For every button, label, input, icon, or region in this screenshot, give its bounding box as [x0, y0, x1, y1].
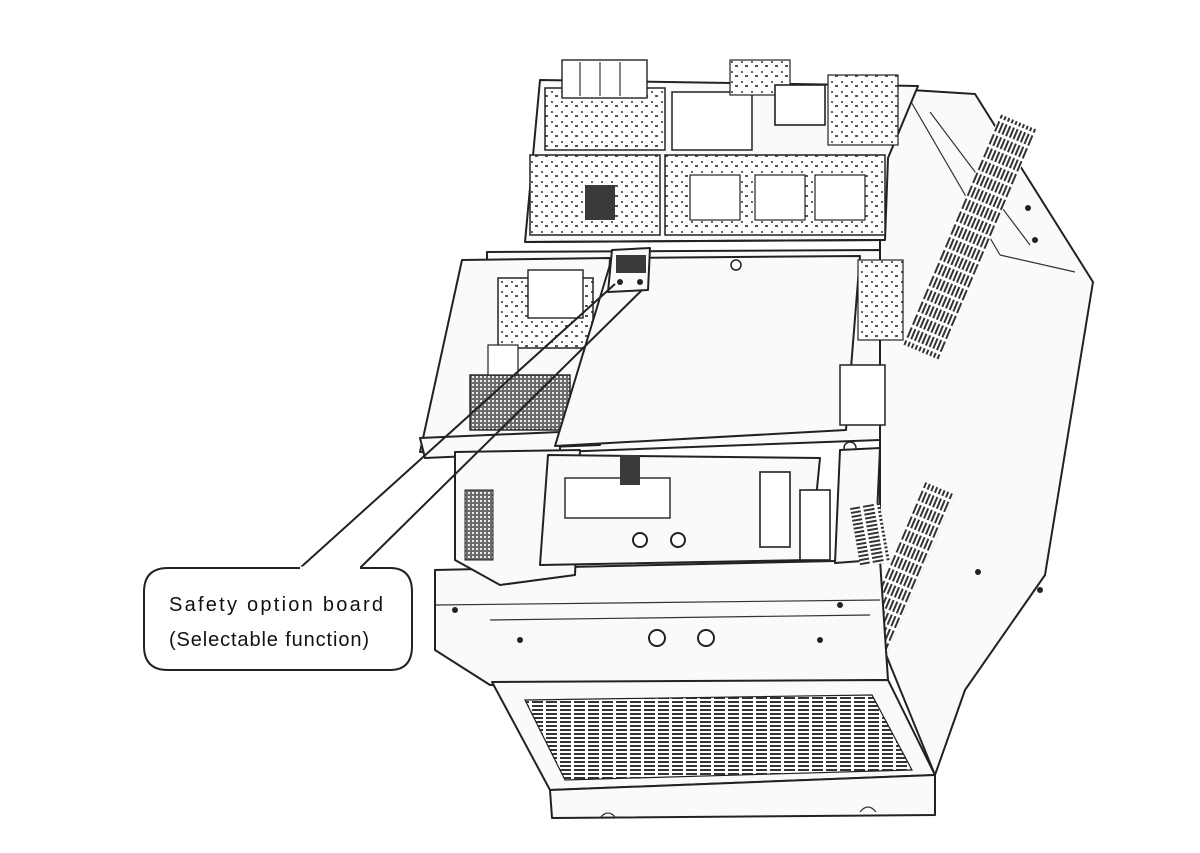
side-vent-upper	[902, 114, 1038, 360]
callout-pointer	[299, 283, 643, 569]
housing-side-panel	[854, 87, 1094, 776]
lower-chassis	[434, 447, 890, 686]
callout-line-2: (Selectable function)	[169, 629, 369, 651]
callout-line-1: Safety option board	[169, 594, 383, 616]
chassis-body	[419, 249, 904, 459]
upper-pcb-stack	[524, 59, 919, 243]
safety-option-board-icon	[607, 247, 651, 293]
callout-bubble: Safety option board (Selectable function…	[143, 566, 413, 671]
bottom-vent-grille	[491, 679, 936, 819]
